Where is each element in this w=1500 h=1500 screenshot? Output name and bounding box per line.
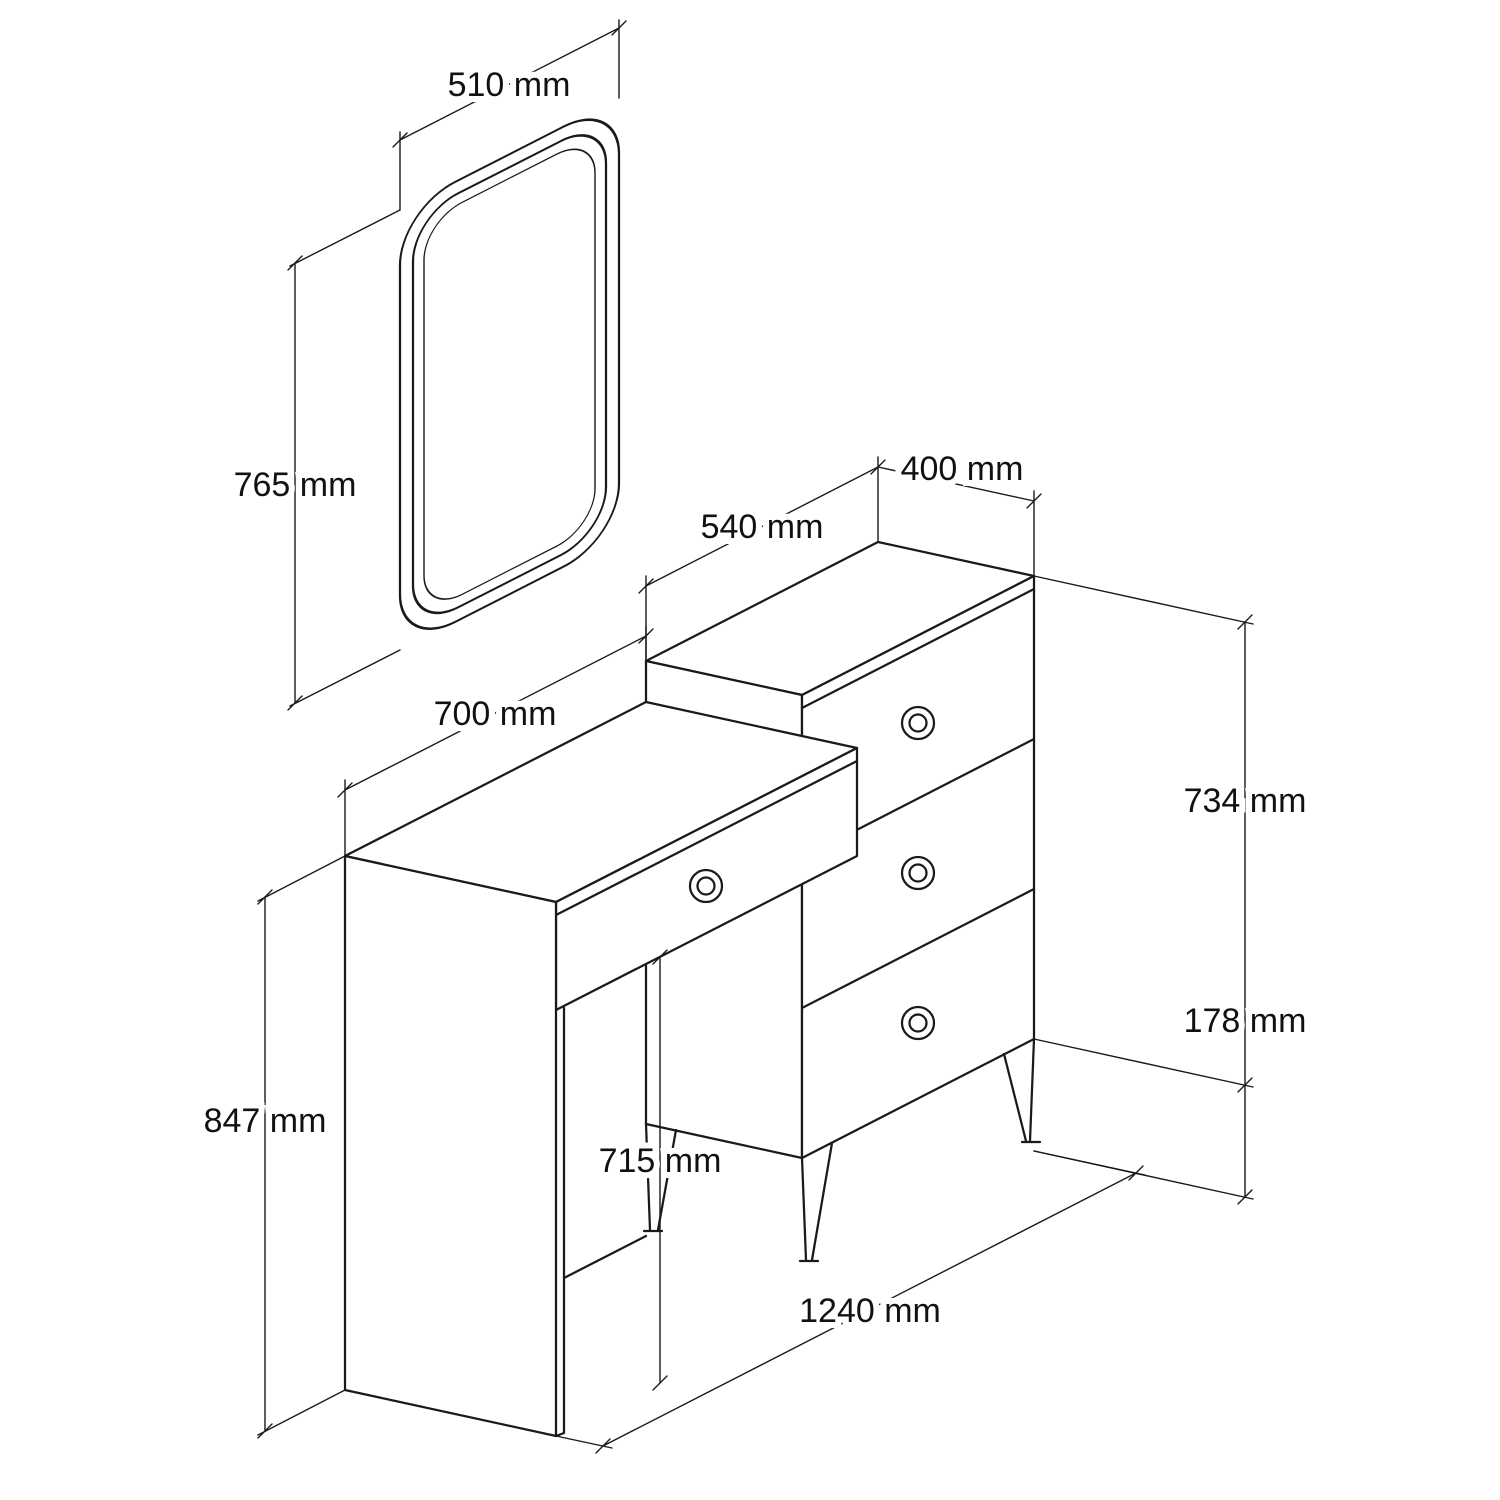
desk-drawer-knob: [688, 868, 724, 904]
dim-desk-width: 700 mm: [337, 625, 654, 857]
mirror-frame-outer: [398, 118, 621, 630]
mirror-frame-inner: [411, 134, 608, 615]
dim-mirror-width: 510 mm: [392, 19, 627, 211]
desk-back-bottom-edge: [562, 1234, 648, 1280]
dim-label-desk-width: 700 mm: [434, 695, 557, 733]
dim-chest-depth: 400 mm: [877, 444, 1042, 577]
dim-label-knee-clearance: 715 mm: [599, 1142, 722, 1180]
chest-top-slab-edge: [800, 587, 1036, 710]
chest-leg-front-left: [798, 1141, 834, 1263]
desk-left-side-panel: [343, 854, 558, 1438]
chest-drawer-knob-3: [900, 1005, 936, 1041]
mirror-glass-edge: [423, 148, 596, 600]
dim-label-leg-height: 178 mm: [1184, 1002, 1307, 1040]
dim-chest-body-height: 734 mm: [1033, 575, 1312, 1093]
dim-label-chest-body-height: 734 mm: [1184, 782, 1307, 820]
dim-chest-width: 540 mm: [638, 456, 886, 662]
mirror: [398, 118, 621, 630]
chest-leg-back-left: [642, 1122, 678, 1233]
dim-knee-clearance: 715 mm: [593, 949, 727, 1391]
dim-label-mirror-width: 510 mm: [448, 66, 571, 104]
dim-label-mirror-height: 765 mm: [234, 466, 357, 504]
desk-top-slab-edge: [554, 759, 859, 917]
vanity-desk: [343, 700, 859, 1438]
dim-label-total-width: 1240 mm: [799, 1292, 941, 1330]
chest-drawer-divider-2: [800, 887, 1036, 1010]
dim-total-width: 1240 mm: [555, 1150, 1146, 1454]
desk-panel-inner-edge: [554, 1006, 566, 1438]
dim-leg-height: 178 mm: [1033, 996, 1312, 1205]
dim-label-desk-height: 847 mm: [204, 1102, 327, 1140]
dim-desk-height: 847 mm: [198, 855, 346, 1439]
dim-label-chest-depth: 400 mm: [901, 450, 1024, 488]
chest-drawer-knob-2: [900, 855, 936, 891]
dimensions: 510 mm 765 mm 700 mm 540 mm: [198, 19, 1312, 1454]
dim-label-chest-width: 540 mm: [701, 508, 824, 546]
dim-mirror-height: 765 mm: [228, 209, 401, 711]
chest-drawer-knob-1: [900, 705, 936, 741]
chest-leg-front-right: [1002, 1037, 1042, 1144]
